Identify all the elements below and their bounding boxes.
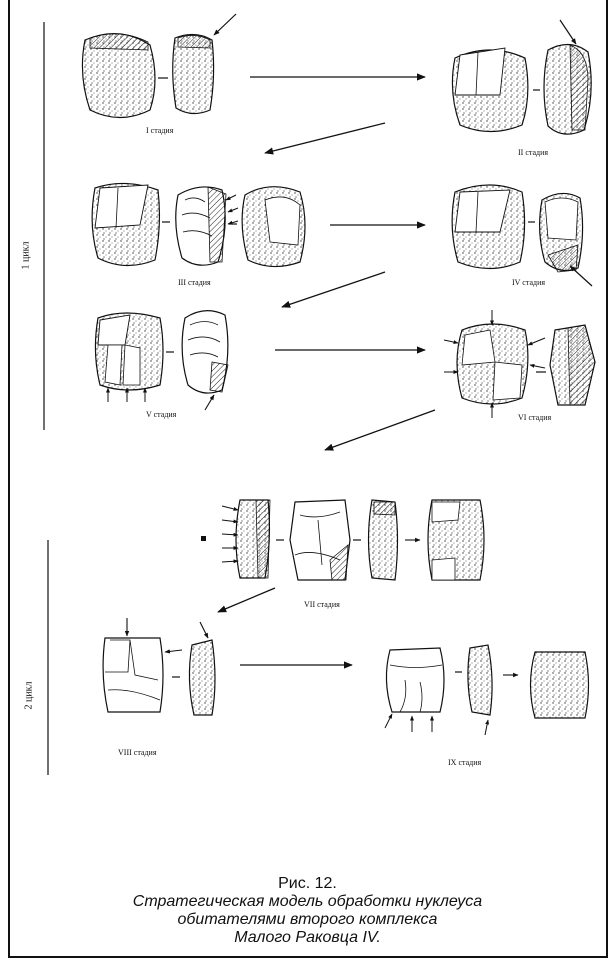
stage-7-label: VII стадия [304,600,340,609]
stage-8-label: VIII стадия [118,748,157,757]
cycle-1-label: 1 цикл [21,241,32,269]
stage-5-label: V стадия [146,410,176,419]
stage-4-label: IV стадия [512,278,545,287]
stage-8-drawings [103,618,215,715]
caption-line-2: обитателями второго комплекса [40,911,575,929]
stage-9-label: IX стадия [448,758,481,767]
arrow-4-5 [282,272,385,307]
stage-7-drawings [201,500,484,580]
stage-2-label: II стадия [518,148,548,157]
stage-1-label: I стадия [146,126,173,135]
stage-1-drawings [82,14,236,118]
arrow-6-7 [325,410,435,450]
caption-line-3: Малого Раковца IV. [40,929,575,947]
cycle-2-label: 2 цикл [24,681,35,709]
arrow-2-3 [265,123,385,153]
figure-caption: Рис. 12. Стратегическая модель обработки… [40,875,575,947]
stage-3-label: III стадия [178,278,211,287]
stage-6-drawings [444,310,595,418]
stage-2-drawings [452,20,591,134]
figure-number: Рис. 12. [40,875,575,893]
stage-4-drawings [452,185,592,286]
stage-3-drawings [92,183,305,266]
stage-6-label: VI стадия [518,413,551,422]
caption-line-1: Стратегическая модель обработки нуклеуса [40,893,575,911]
arrow-7-8 [218,588,275,612]
stage-5-drawings [95,311,228,410]
stage-9-drawings [385,645,589,735]
